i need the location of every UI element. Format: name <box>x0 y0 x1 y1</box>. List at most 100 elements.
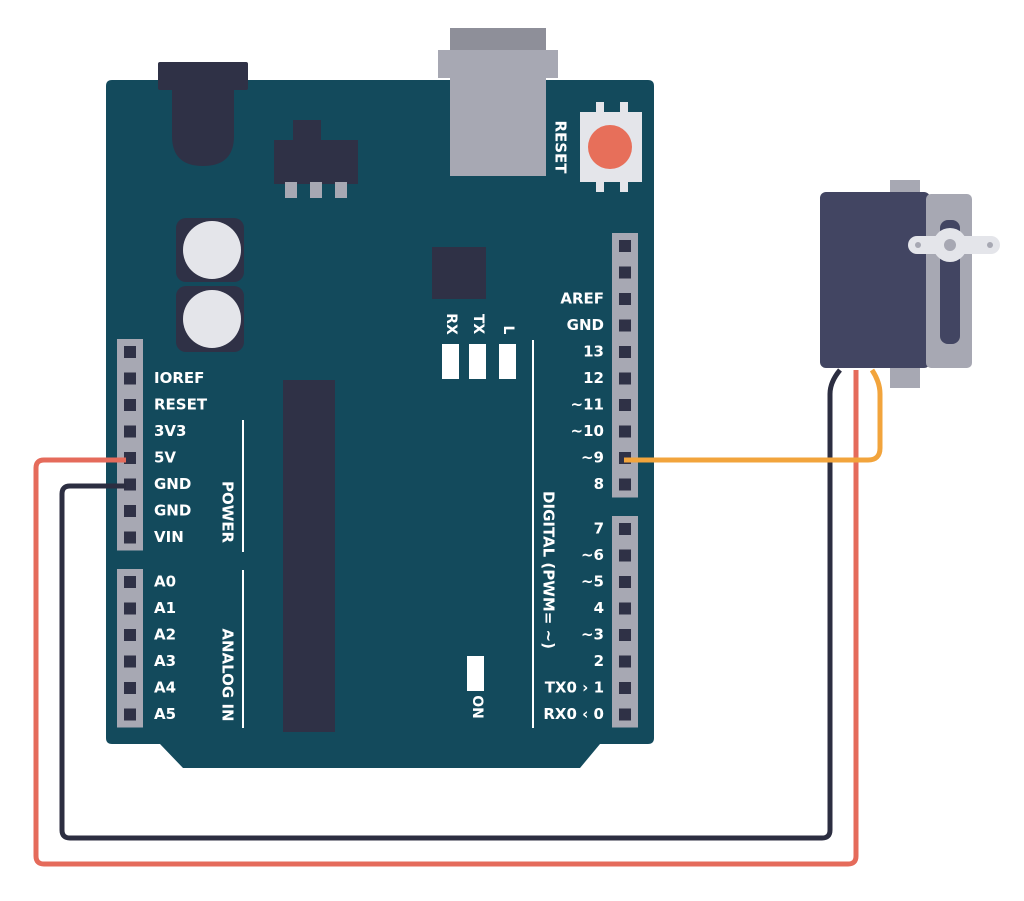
reset-label: RESET <box>552 120 570 174</box>
small-chip <box>432 247 486 299</box>
power-group-label: POWER <box>219 481 237 544</box>
pin-socket[interactable] <box>619 372 631 385</box>
pin-socket[interactable] <box>124 346 136 358</box>
pin-label: TX0 › 1 <box>545 679 604 697</box>
pin-socket[interactable] <box>124 478 136 491</box>
pin-socket[interactable] <box>619 346 631 358</box>
power-jack <box>158 62 248 166</box>
pin-label: 7 <box>594 520 604 538</box>
wires <box>33 368 883 867</box>
status-leds: RX TX L <box>442 313 516 379</box>
pin-socket[interactable] <box>124 399 136 411</box>
pin-socket[interactable] <box>619 629 631 641</box>
pin-socket[interactable] <box>619 240 631 252</box>
pin-label: A1 <box>154 599 176 617</box>
pin-label: ~5 <box>581 573 604 591</box>
analog-header-strip <box>117 569 143 728</box>
pin-label: RESET <box>154 396 208 414</box>
ground-wire <box>59 368 842 841</box>
pin-label: 5V <box>154 449 176 467</box>
pin-label: ~9 <box>581 449 604 467</box>
pin-socket[interactable] <box>124 372 136 385</box>
microcontroller-chip <box>283 380 335 732</box>
power-pin-labels: IOREF RESET 3V3 5V GND GND VIN <box>154 369 208 546</box>
pin-label: A5 <box>154 705 176 723</box>
on-label: ON <box>469 695 485 719</box>
power-header-strip <box>117 339 143 551</box>
pin-label: 2 <box>594 652 604 670</box>
l-label: L <box>500 326 516 335</box>
pin-socket[interactable] <box>124 531 136 544</box>
digital-group-label: DIGITAL (PWM= ~) <box>540 491 558 649</box>
digital-lower-header-strip <box>612 516 638 728</box>
on-led <box>467 656 484 691</box>
pin-label: 12 <box>583 369 604 387</box>
pin-label: 3V3 <box>154 422 186 440</box>
pin-label: A2 <box>154 626 176 644</box>
pin-label: IOREF <box>154 369 204 387</box>
usb-connector <box>438 28 558 176</box>
pin-socket[interactable] <box>619 399 631 411</box>
pin-socket[interactable] <box>619 523 631 535</box>
pin-socket[interactable] <box>124 708 136 721</box>
pin-label: ~10 <box>571 422 604 440</box>
servo-body <box>820 192 930 368</box>
tx-label: TX <box>470 314 486 335</box>
pin-socket[interactable] <box>124 576 136 588</box>
pin-label: ~3 <box>581 626 604 644</box>
power-wire <box>33 370 859 867</box>
pin-socket[interactable] <box>619 425 631 438</box>
digital-upper-pin-labels: AREF GND 13 12 ~11 ~10 ~9 8 <box>560 290 604 494</box>
pin-label: GND <box>154 502 191 520</box>
arduino-board: RESET RX TX L ON POWER ANALOG IN DIGITAL… <box>106 28 654 768</box>
pin-socket[interactable] <box>619 576 631 588</box>
l-led <box>499 344 516 379</box>
pin-socket[interactable] <box>619 293 631 305</box>
pin-socket[interactable] <box>124 452 136 464</box>
pin-socket[interactable] <box>124 655 136 668</box>
pin-socket[interactable] <box>124 602 136 615</box>
rx-led <box>442 344 459 379</box>
pin-label: A3 <box>154 652 176 670</box>
digital-upper-header <box>612 233 638 498</box>
pin-label: GND <box>567 316 604 334</box>
pin-label: GND <box>154 475 191 493</box>
pin-socket[interactable] <box>619 708 631 721</box>
pin-socket[interactable] <box>124 629 136 641</box>
pin-label: AREF <box>560 290 604 308</box>
pin-label: RX0 ‹ 0 <box>543 705 604 723</box>
pin-socket[interactable] <box>619 682 631 694</box>
reset-button[interactable] <box>580 102 642 192</box>
voltage-regulator <box>274 120 358 198</box>
servo-horn <box>908 228 1000 262</box>
pin-socket[interactable] <box>619 655 631 668</box>
pin-socket[interactable] <box>619 549 631 562</box>
analog-group-label: ANALOG IN <box>219 628 237 721</box>
servo-motor <box>820 180 1000 388</box>
pin-label: ~6 <box>581 546 604 564</box>
servo-bottom-tab <box>890 368 920 388</box>
capacitors <box>176 218 244 352</box>
signal-wire <box>624 368 883 463</box>
pin-socket[interactable] <box>619 478 631 491</box>
pin-label: ~11 <box>571 396 604 414</box>
pin-socket[interactable] <box>124 682 136 694</box>
pin-socket[interactable] <box>619 319 631 332</box>
pin-socket[interactable] <box>124 425 136 438</box>
pin-socket[interactable] <box>619 266 631 279</box>
pin-socket[interactable] <box>619 602 631 615</box>
pin-label: 4 <box>594 599 604 617</box>
rx-label: RX <box>443 313 459 335</box>
pin-label: A4 <box>154 679 176 697</box>
pin-label: VIN <box>154 528 184 546</box>
tx-led <box>469 344 486 379</box>
pin-label: 13 <box>583 343 604 361</box>
pin-label: 8 <box>594 475 604 493</box>
power-header <box>117 339 143 551</box>
pin-label: A0 <box>154 573 176 591</box>
pin-socket[interactable] <box>124 505 136 517</box>
